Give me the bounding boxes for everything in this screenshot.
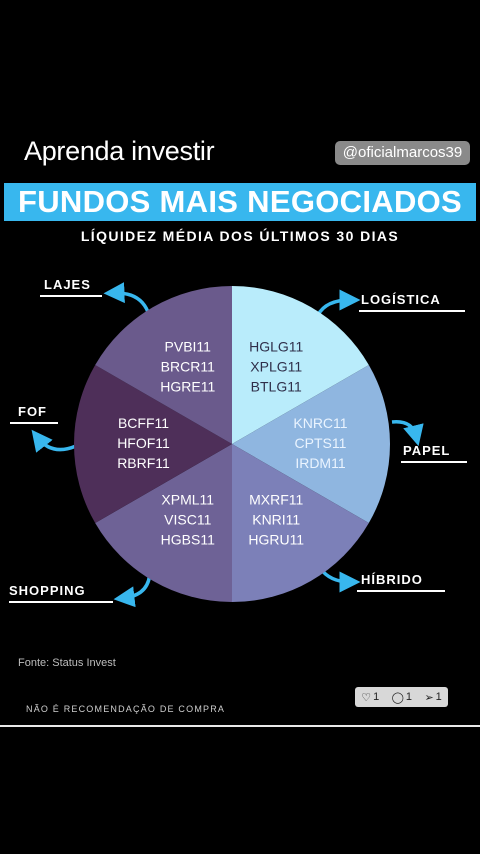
label-shopping-text: SHOPPING: [9, 583, 86, 598]
label-underline: [10, 422, 58, 424]
pie-slice-híbrido: [232, 444, 369, 602]
pie-slice-papel: [232, 365, 390, 523]
disclaimer-note: NÃO É RECOMENDAÇÃO DE COMPRA: [26, 704, 226, 714]
arrow-fof-icon: [31, 429, 77, 453]
source-note: Fonte: Status Invest: [18, 657, 116, 669]
ticker-label: BTLG11: [251, 378, 302, 394]
ticker-label: HGBS11: [161, 532, 215, 548]
label-underline: [357, 590, 445, 592]
infographic-title: FUNDOS MAIS NEGOCIADOS: [17, 184, 463, 219]
sector-pie-chart: HGLG11XPLG11BTLG11KNRC11CPTS11IRDM11MXRF…: [74, 286, 390, 602]
ticker-label: HGRU11: [248, 532, 304, 548]
label-logistica-text: LOGÍSTICA: [361, 292, 441, 307]
arrow-papel-icon: [391, 420, 424, 447]
ticker-label: HGLG11: [249, 338, 303, 354]
ticker-label: CPTS11: [295, 435, 347, 451]
ticker-label: KNRC11: [293, 415, 347, 431]
arrow-lajes-icon: [103, 282, 150, 313]
label-logistica: LOGÍSTICA: [359, 292, 465, 312]
label-papel-text: PAPEL: [403, 443, 451, 458]
ticker-label: IRDM11: [295, 455, 346, 471]
comments-count: 1: [405, 691, 413, 703]
label-papel: PAPEL: [401, 443, 467, 463]
engagement-stats: ♡ 1 ◯ 1 ➢ 1: [355, 687, 448, 707]
label-fof: FOF: [10, 404, 58, 424]
ticker-label: HGRE11: [160, 378, 215, 394]
send-icon: ➢: [424, 691, 434, 704]
label-underline: [401, 461, 467, 463]
ticker-label: VISC11: [164, 512, 211, 528]
ticker-label: MXRF11: [249, 492, 303, 508]
label-fof-text: FOF: [18, 404, 47, 419]
label-underline: [9, 601, 113, 603]
label-lajes-text: LAJES: [44, 277, 91, 292]
ticker-label: BRCR11: [161, 358, 215, 374]
likes-count: 1: [373, 691, 380, 703]
creator-handle-badge[interactable]: @oficialmarcos39: [335, 141, 470, 165]
video-caption: Aprenda investir: [24, 136, 215, 166]
label-underline: [359, 310, 465, 312]
comment-icon: ◯: [391, 691, 404, 704]
label-shopping: SHOPPING: [9, 583, 113, 603]
comments-stat[interactable]: ◯ 1: [392, 691, 412, 704]
shares-count: 1: [435, 691, 442, 703]
ticker-label: PVBI11: [165, 338, 212, 354]
heart-icon: ♡: [361, 691, 372, 704]
ticker-label: BCFF11: [118, 415, 169, 431]
ticker-label: HFOF11: [117, 435, 170, 451]
label-lajes: LAJES: [40, 277, 102, 297]
ticker-label: RBRF11: [117, 455, 170, 471]
title-banner: FUNDOS MAIS NEGOCIADOS: [4, 183, 476, 221]
label-hibrido: HÍBRIDO: [357, 572, 445, 592]
pie-slice-logística: [232, 286, 369, 444]
bottom-divider: [0, 725, 480, 727]
ticker-label: XPLG11: [250, 358, 302, 374]
label-hibrido-text: HÍBRIDO: [361, 572, 423, 587]
pie-slice-lajes: [95, 286, 232, 444]
label-underline: [40, 295, 102, 297]
likes-stat[interactable]: ♡ 1: [361, 691, 379, 704]
ticker-label: KNRI11: [252, 512, 300, 528]
ticker-label: XPML11: [161, 492, 214, 508]
infographic-subtitle: LÍQUIDEZ MÉDIA DOS ÚLTIMOS 30 DIAS: [80, 228, 400, 244]
pie-slice-shopping: [95, 444, 232, 602]
shares-stat[interactable]: ➢ 1: [424, 691, 441, 704]
pie-slice-fof: [74, 365, 232, 523]
